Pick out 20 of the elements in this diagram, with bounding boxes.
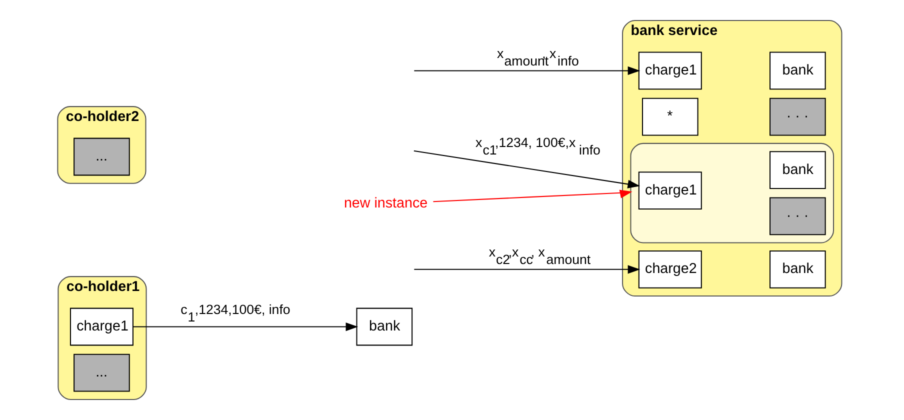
node-box: ...: [74, 354, 130, 392]
arrow: [414, 150, 640, 188]
node-box: charge1: [638, 52, 702, 90]
node-box: bank: [356, 308, 413, 346]
node-box: bank: [770, 250, 826, 288]
node-box: bank: [770, 52, 826, 90]
node-box: charge1: [70, 308, 134, 346]
arrow: [133, 322, 358, 332]
node-text: new instance: [344, 196, 428, 212]
node-box: *: [642, 98, 698, 136]
node-box: charge2: [638, 250, 702, 288]
node-box: · · ·: [770, 197, 826, 236]
node-box: · · ·: [770, 98, 826, 136]
node-box: charge1: [638, 172, 702, 210]
node-box: bank: [770, 151, 826, 189]
arrow: [414, 66, 640, 76]
arrow: [414, 265, 640, 274]
arrow: [433, 190, 632, 202]
cluster: [630, 142, 834, 244]
node-box: ...: [74, 138, 130, 176]
